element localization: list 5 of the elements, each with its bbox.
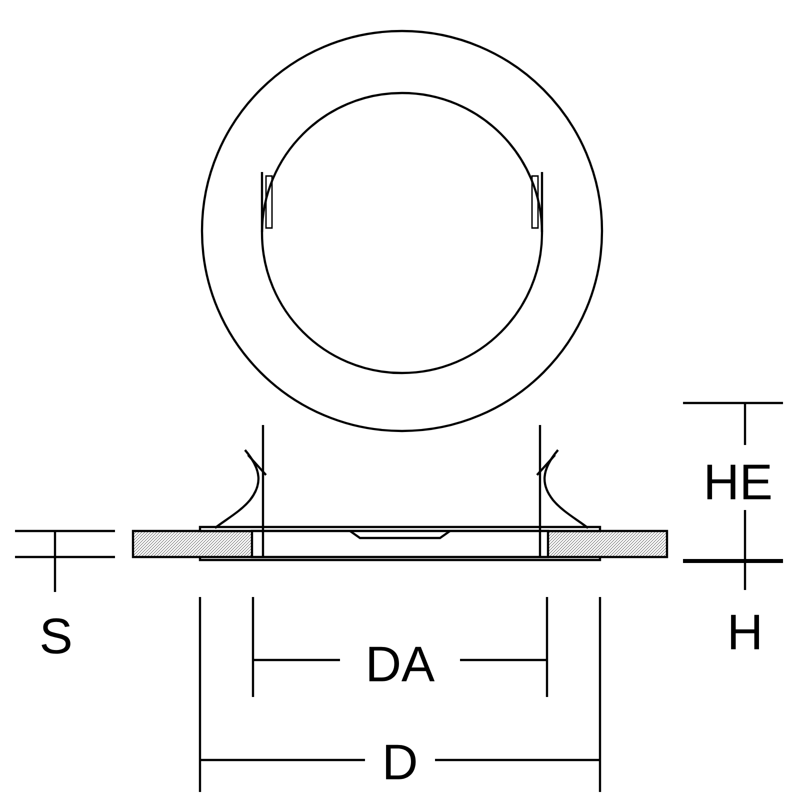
dimension-label: DA	[369, 646, 435, 682]
dimension-label: HE	[707, 464, 771, 500]
dimension-label: H	[731, 614, 759, 650]
dimension-label: S	[42, 618, 70, 654]
dimension-label: D	[386, 744, 416, 780]
